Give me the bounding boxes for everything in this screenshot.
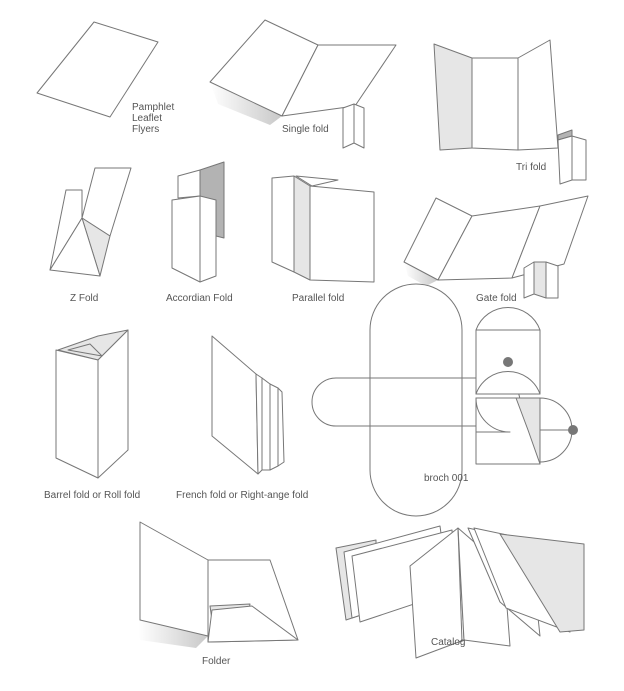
label-pamphlet: Pamphlet — [132, 102, 174, 113]
broch-envelope-illustration — [476, 307, 578, 464]
gate-fold-illustration — [404, 196, 588, 298]
folder-illustration — [138, 522, 298, 648]
label-parallel-fold: Parallel fold — [292, 293, 344, 304]
label-accordian-fold: Accordian Fold — [166, 293, 233, 304]
label-gate-fold: Gate fold — [476, 293, 517, 304]
tri-fold-illustration — [434, 40, 586, 184]
label-barrel-fold: Barrel fold or Roll fold — [44, 490, 140, 501]
barrel-fold-illustration — [56, 330, 128, 478]
parallel-fold-illustration — [272, 176, 374, 282]
label-leaflet: Leaflet — [132, 113, 162, 124]
french-fold-illustration — [212, 336, 284, 474]
label-folder: Folder — [202, 656, 230, 667]
label-french-fold: French fold or Right-ange fold — [176, 490, 308, 501]
z-fold-illustration — [50, 168, 131, 276]
label-tri-fold: Tri fold — [516, 162, 546, 173]
label-catalog: Catalog — [431, 637, 465, 648]
label-flyers: Flyers — [132, 124, 159, 135]
label-broch-001: broch 001 — [424, 473, 468, 484]
accordian-fold-illustration — [172, 162, 224, 282]
label-z-fold: Z Fold — [70, 293, 98, 304]
label-single-fold: Single fold — [282, 124, 329, 135]
